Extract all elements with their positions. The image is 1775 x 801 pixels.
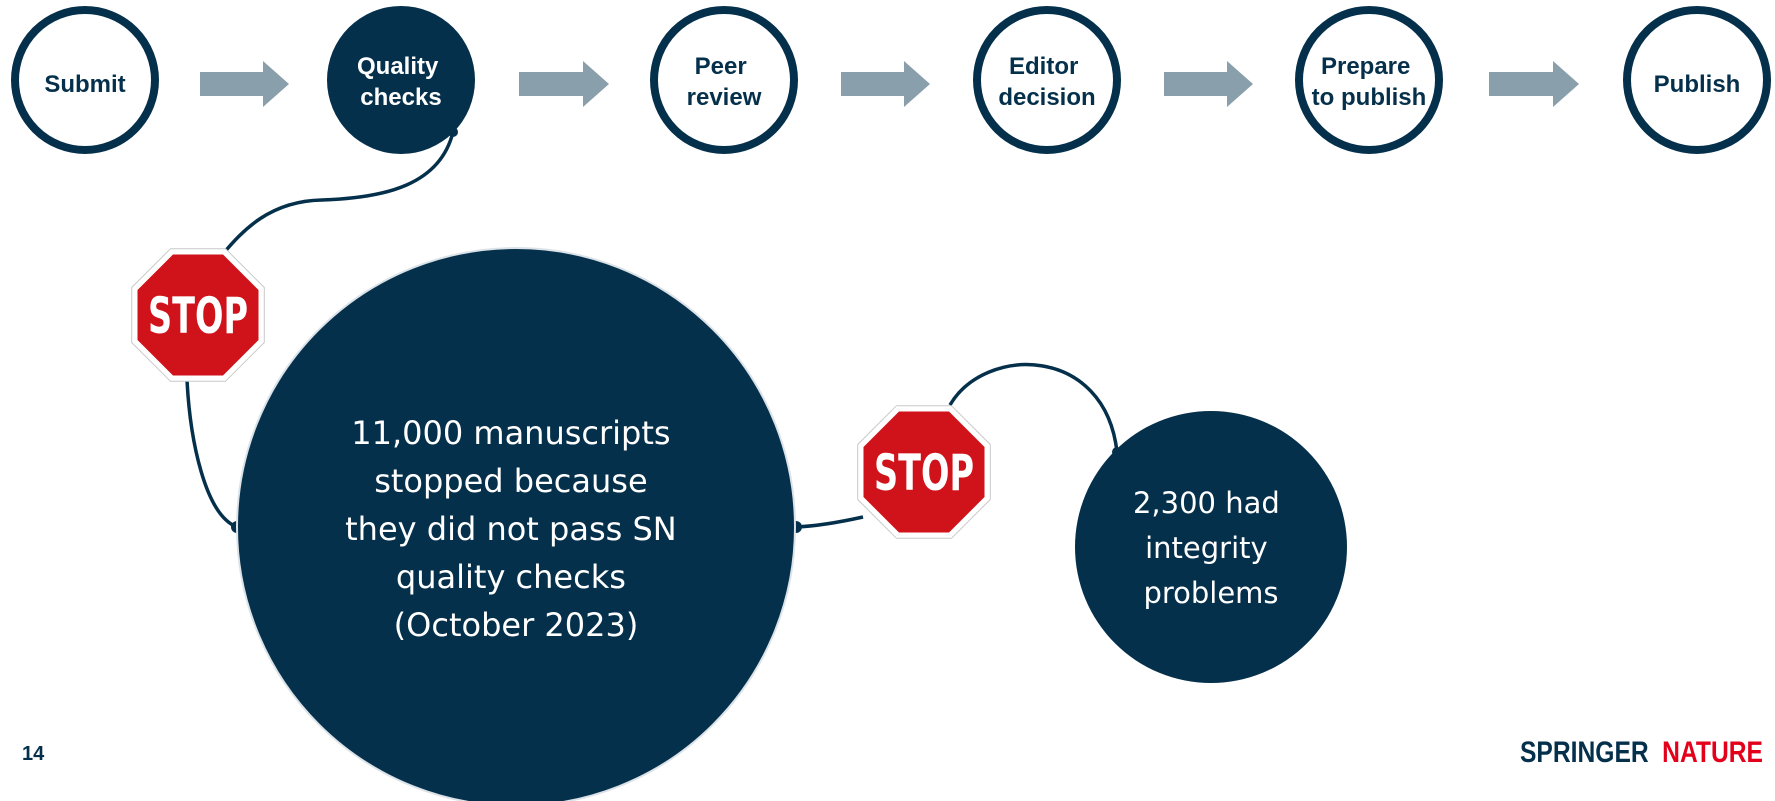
- connector-big-circle-to-stop: [795, 515, 864, 529]
- stop-sign-icon: STOP: [131, 248, 265, 382]
- stop-sign-icon: STOP: [857, 405, 991, 539]
- step-label: Publish: [1654, 71, 1741, 98]
- stopped-manuscripts-line: they did not pass SN: [345, 510, 677, 548]
- step-label: Editor decision: [998, 53, 1095, 111]
- stopped-manuscripts-line: 11,000 manuscripts: [351, 414, 670, 452]
- integrity-problems-line: integrity: [1145, 531, 1268, 565]
- process-step-publish: Publish: [1623, 6, 1771, 154]
- stopped-manuscripts-line: stopped because: [374, 462, 647, 500]
- right-arrow-icon: [519, 61, 609, 107]
- right-arrow-icon: [200, 61, 289, 107]
- springer-nature-logo: SPRINGER NATURE: [1520, 736, 1763, 769]
- connector-quality-to-stop: [220, 131, 455, 257]
- brand-nature: NATURE: [1662, 736, 1763, 769]
- stopped-manuscripts-line: quality checks: [396, 558, 626, 596]
- stop-sign-text: STOP: [148, 287, 248, 345]
- process-step-submit: Submit: [11, 6, 159, 154]
- connector-stop-to-integrity: [948, 362, 1119, 453]
- process-step-quality-checks: Quality checks: [327, 6, 475, 154]
- stopped-manuscripts-circle: [236, 247, 796, 801]
- step-label: Peer review: [687, 53, 762, 111]
- connector-stop-to-big-circle: [185, 379, 238, 529]
- stop-sign-text: STOP: [874, 444, 974, 502]
- step-label: Quality checks: [357, 53, 445, 111]
- svg-text:SPRINGER NATURE: SPRINGER NATURE: [1520, 736, 1763, 769]
- integrity-problems-text: 2,300 had integrity problems: [1133, 486, 1289, 610]
- page-number: 14: [22, 743, 45, 765]
- brand-springer: SPRINGER: [1520, 736, 1649, 769]
- right-arrow-icon: [841, 61, 930, 107]
- step-circle: [327, 6, 475, 154]
- stopped-manuscripts-text: 11,000 manuscripts stopped because they …: [345, 414, 687, 644]
- step-circle: [650, 6, 798, 154]
- right-arrow-icon: [1489, 61, 1579, 107]
- integrity-problems-circle: [1075, 411, 1347, 683]
- stopped-manuscripts-line: (October 2023): [394, 606, 639, 644]
- step-label: Prepare to publish: [1312, 53, 1427, 111]
- process-step-editor-decision: Editor decision: [973, 6, 1121, 154]
- step-circle: [1623, 6, 1771, 154]
- right-arrow-icon: [1164, 61, 1253, 107]
- integrity-problems-line: 2,300 had: [1133, 486, 1280, 520]
- step-circle: [1295, 6, 1443, 154]
- step-circle: [973, 6, 1121, 154]
- integrity-problems-line: problems: [1143, 576, 1278, 610]
- step-circle: [11, 6, 159, 154]
- step-label: Submit: [44, 71, 125, 98]
- process-step-peer-review: Peer review: [650, 6, 798, 154]
- process-step-prepare-to-publish: Prepare to publish: [1295, 6, 1443, 154]
